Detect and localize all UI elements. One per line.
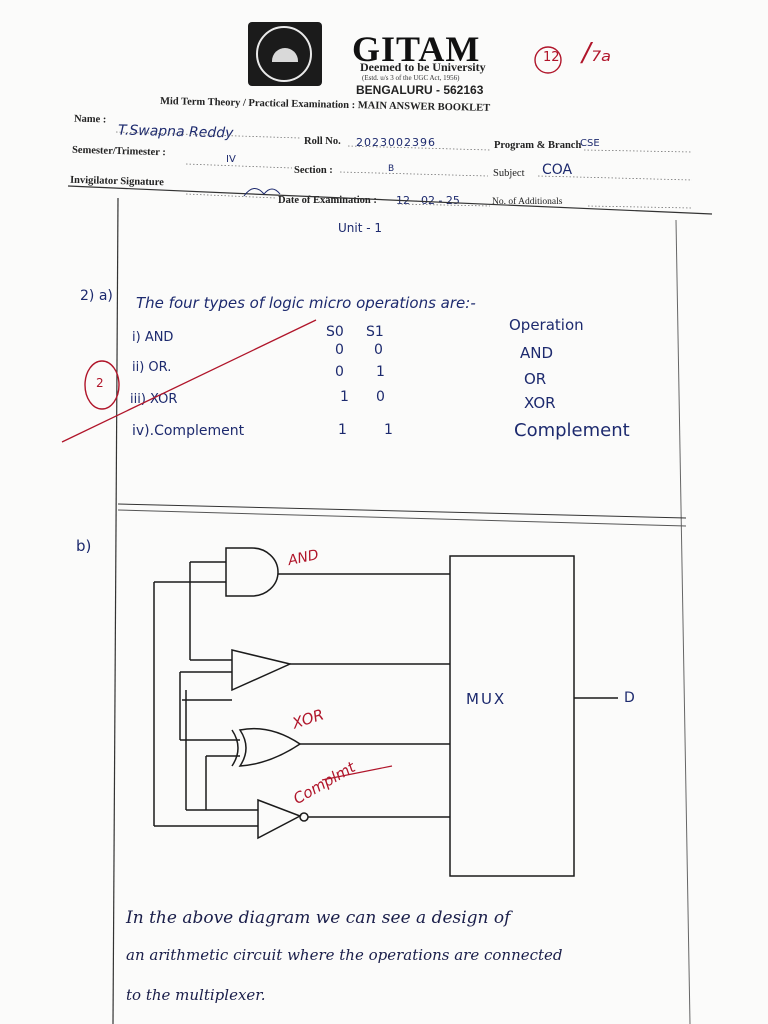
university-logo: [248, 22, 322, 86]
explanation-line-3: to the multiplexer.: [126, 986, 266, 1004]
explanation-line-1: In the above diagram we can see a design…: [126, 908, 511, 928]
not-bubble: [299, 812, 309, 822]
table-cell: Complement: [514, 420, 630, 441]
table-cell: XOR: [524, 394, 556, 412]
additionals-label: No. of Additionals: [492, 197, 563, 207]
margin-mark-circle: [84, 360, 120, 410]
logo-emblem: [272, 48, 298, 62]
mux-box: [449, 555, 575, 877]
not-gate-symbol: [257, 798, 302, 840]
table-cell: 0: [376, 389, 385, 405]
unit-heading: Unit - 1: [338, 221, 383, 235]
margin-line: [112, 197, 119, 1024]
section-divider-2: [117, 509, 687, 527]
city-line: BENGALURU - 562163: [356, 83, 484, 97]
table-cell: AND: [520, 344, 554, 362]
program-value: CSE: [580, 138, 600, 149]
circuit-diagram: [153, 547, 618, 877]
marks-note: /₇ₐ: [582, 38, 612, 68]
date-value: 12 - 02 - 25: [396, 194, 460, 207]
table-cell: 0: [335, 364, 344, 380]
explanation-line-2: an arithmetic circuit where the operatio…: [126, 946, 563, 964]
table-cell: 1: [338, 422, 347, 438]
section-divider-1: [117, 503, 687, 519]
question-a-number: 2) a): [80, 288, 113, 304]
and-gate-symbol: [225, 547, 279, 597]
section-label: Section :: [294, 165, 333, 176]
question-a-intro: The four types of logic micro operations…: [136, 294, 476, 312]
roll-label: Roll No.: [304, 136, 341, 147]
list-item-4: iv).Complement: [132, 423, 245, 439]
marks-circle-value: 12: [543, 50, 560, 65]
date-label: Date of Examination :: [278, 195, 377, 206]
red-check-stroke: [61, 319, 317, 443]
section-value: B: [388, 164, 395, 174]
table-cell: 0: [374, 342, 383, 358]
header-divider: [67, 185, 713, 215]
table-cell: 1: [384, 422, 393, 438]
semester-value: IV: [226, 154, 236, 165]
list-item-1: i) AND: [132, 330, 174, 345]
table-cell: 0: [335, 342, 344, 358]
estd-line: (Estd. u/s 3 of the UGC Act, 1956): [362, 74, 460, 82]
margin-mark: 2: [96, 376, 104, 390]
roll-value: 2023002396: [356, 136, 436, 149]
or-gate-symbol: [231, 649, 293, 692]
xor-extra-curve: [231, 729, 239, 767]
xor-gate-symbol: [238, 727, 302, 767]
subject-value: COA: [542, 162, 573, 178]
list-item-2: ii) OR.: [132, 360, 172, 375]
brand-title: GITAM: [352, 29, 481, 69]
right-margin-line: [675, 219, 691, 1024]
table-cell: 1: [376, 364, 385, 380]
invigilator-signature: [243, 188, 281, 197]
question-b-number: b): [76, 537, 92, 555]
table-header-operation: Operation: [509, 316, 584, 334]
logo-ring: [256, 26, 312, 82]
marks-circle: [534, 46, 562, 74]
red-underline: [321, 765, 393, 781]
deemed-line: Deemed to be University: [360, 60, 486, 74]
table-header-s0: S0: [326, 324, 344, 340]
subject-label: Subject: [493, 168, 525, 179]
field-dotted-lines: [115, 131, 693, 209]
program-label: Program & Branch: [494, 140, 582, 151]
table-cell: OR: [524, 370, 547, 388]
output-label: D: [624, 690, 635, 706]
table-header-s1: S1: [366, 324, 384, 340]
table-cell: 1: [340, 389, 349, 405]
mux-label: MUX: [466, 690, 507, 708]
